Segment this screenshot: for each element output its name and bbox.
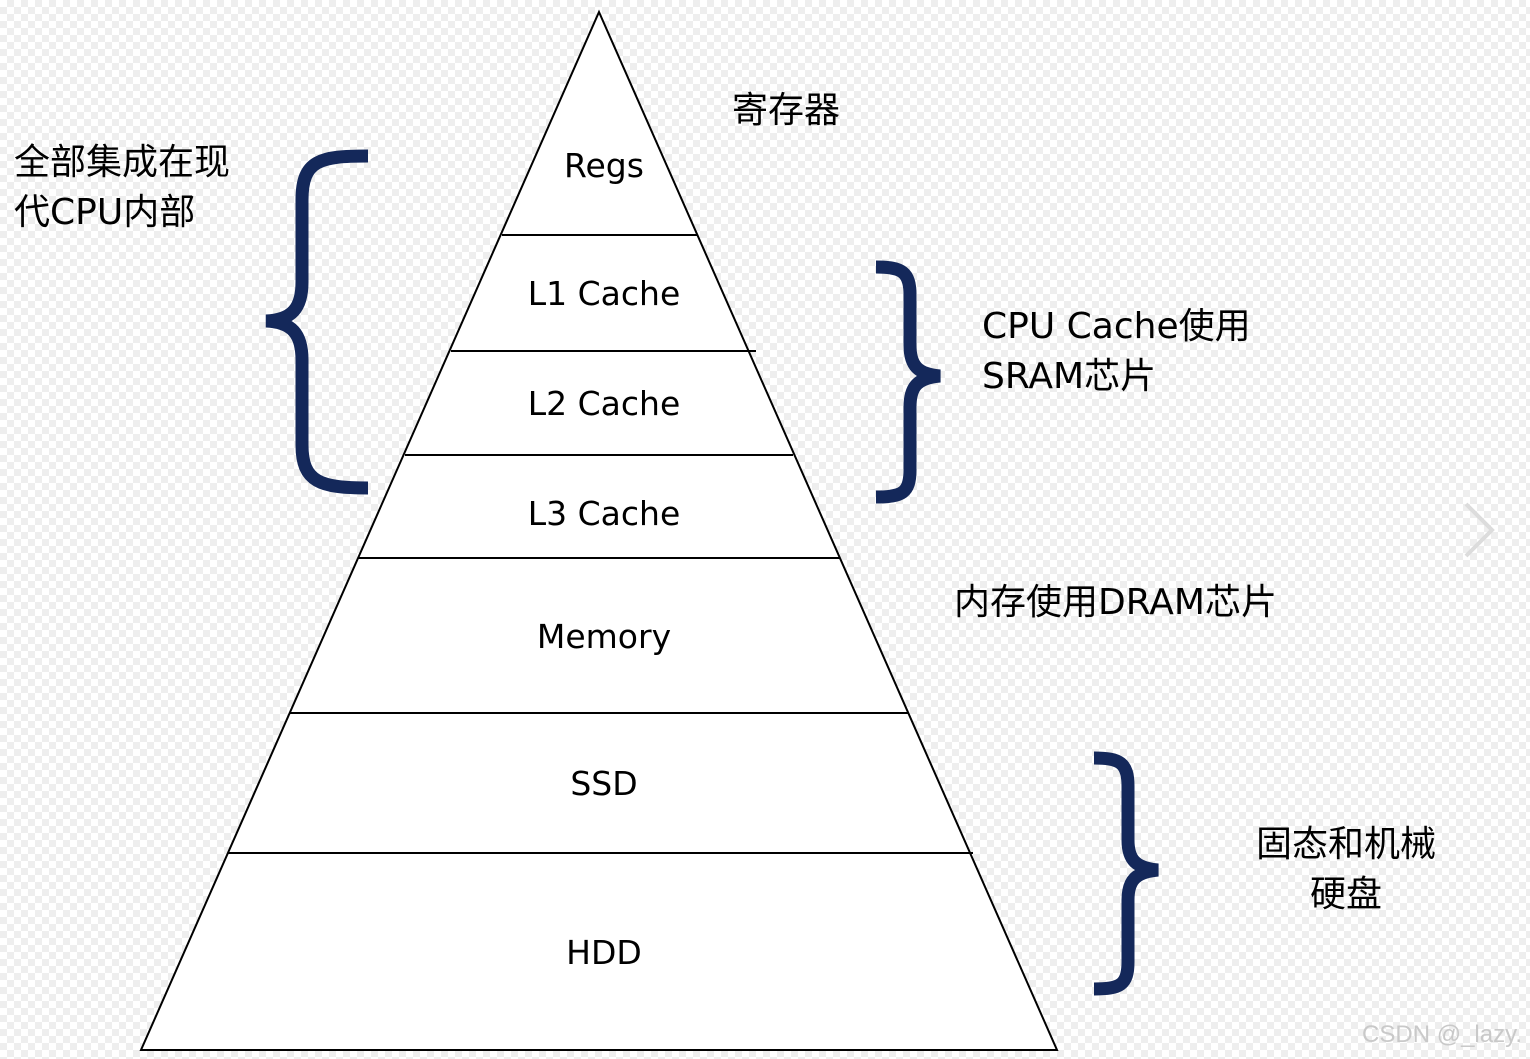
level-label-ssd: SSD xyxy=(570,764,637,803)
level-label-l1-cache: L1 Cache xyxy=(528,274,681,313)
disk-note: 固态和机械 硬盘 xyxy=(1256,820,1436,920)
note-line: SRAM芯片 xyxy=(982,356,1157,397)
note-line: CPU Cache使用 xyxy=(982,306,1251,347)
note-line: 硬盘 xyxy=(1310,874,1383,915)
note-line: 全部集成在现 xyxy=(14,142,231,183)
level-label-l2-cache: L2 Cache xyxy=(528,384,681,423)
cpu-integrated-note: 全部集成在现 代CPU内部 xyxy=(14,138,230,238)
level-label-memory: Memory xyxy=(537,617,671,656)
chevron-right-icon[interactable] xyxy=(1462,500,1498,560)
right-brace-cpu-cache-icon xyxy=(875,260,941,504)
note-line: 内存使用DRAM芯片 xyxy=(954,582,1277,623)
cpu-cache-sram-note: CPU Cache使用 SRAM芯片 xyxy=(982,302,1251,402)
right-brace-disk-icon xyxy=(1093,751,1159,996)
pyramid-outline xyxy=(139,9,1059,1051)
level-label-l3-cache: L3 Cache xyxy=(528,494,681,533)
left-brace-icon xyxy=(265,149,369,495)
memory-dram-note: 内存使用DRAM芯片 xyxy=(954,578,1277,628)
note-line: 寄存器 xyxy=(732,90,841,131)
note-line: 代CPU内部 xyxy=(14,192,196,233)
note-line: 固态和机械 xyxy=(1256,824,1437,865)
level-label-hdd: HDD xyxy=(566,933,642,972)
level-label-regs: Regs xyxy=(564,146,644,185)
watermark: CSDN @_lazy. xyxy=(1362,1021,1522,1048)
registers-note: 寄存器 xyxy=(732,86,840,136)
